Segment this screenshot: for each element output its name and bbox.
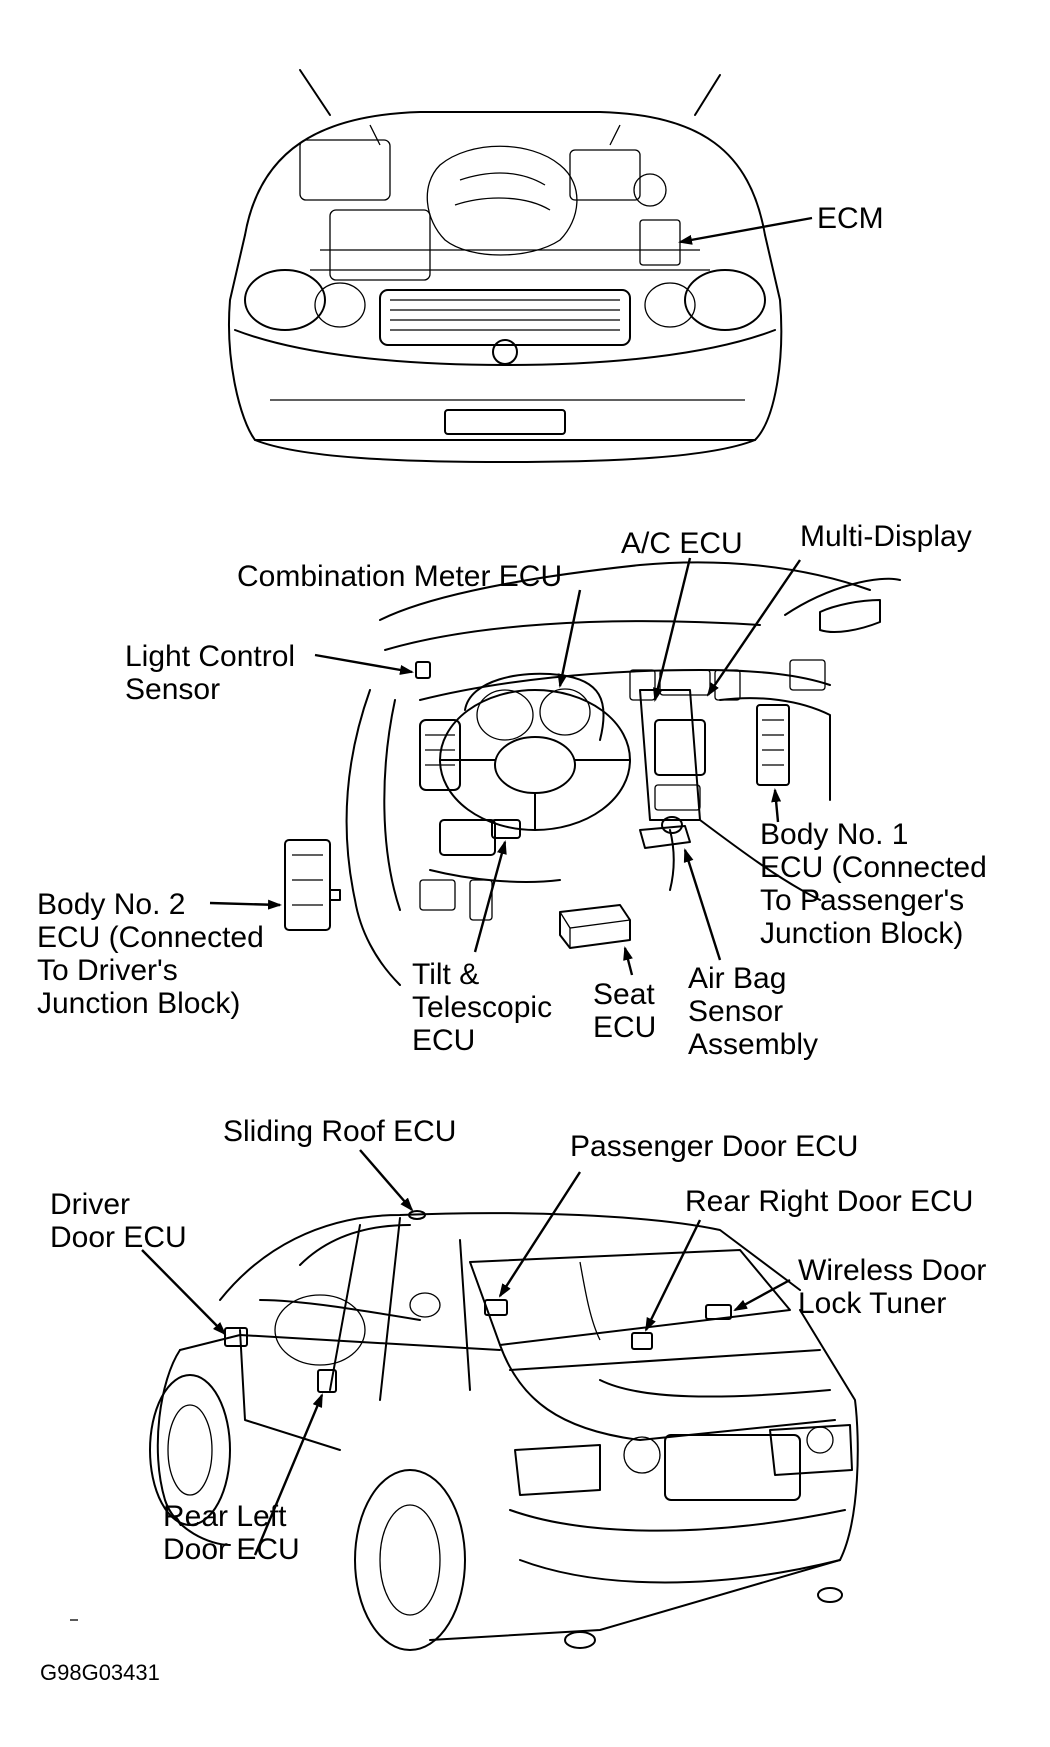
seat-ecu-label: Seat ECU	[593, 978, 657, 1044]
component-shapes-middle	[284, 661, 790, 949]
multi-display-label: Multi-Display	[800, 520, 972, 553]
rear-left-door-ecu-label: Rear Left Door ECU	[163, 1500, 300, 1566]
combination-meter-ecu-label: Combination Meter ECU	[237, 560, 563, 593]
figure-code: G98G03431	[40, 1660, 160, 1685]
seat-ecu-arrow	[623, 946, 634, 976]
rear-right-door-arrow	[644, 1219, 702, 1332]
dashboard-illustration	[345, 561, 901, 986]
body-no1-arrow	[771, 788, 782, 823]
rear-left-door-arrow	[253, 1393, 324, 1556]
tilt-telescopic-arrow	[473, 840, 507, 953]
ac-ecu-arrow	[653, 557, 692, 702]
car-rear-illustration	[149, 1212, 859, 1651]
air-bag-sensor-label: Air Bag Sensor Assembly	[688, 962, 819, 1061]
component-shapes-bottom	[224, 1210, 732, 1393]
passenger-door-ecu-label: Passenger Door ECU	[570, 1130, 859, 1163]
ac-ecu-label: A/C ECU	[621, 527, 743, 560]
light-control-sensor-label: Light Control Sensor	[125, 640, 296, 706]
rear-right-door-ecu-label: Rear Right Door ECU	[685, 1185, 974, 1218]
engine-bay-illustration	[228, 69, 783, 463]
tilt-telescopic-ecu-label: Tilt & Telescopic ECU	[412, 958, 553, 1057]
driver-door-ecu-label: Driver Door ECU	[50, 1188, 187, 1254]
ecm-arrow	[678, 216, 813, 245]
sliding-roof-arrow	[359, 1149, 414, 1212]
body-no2-arrow	[209, 899, 282, 910]
multi-display-arrow	[706, 559, 801, 697]
air-bag-arrow	[683, 848, 722, 961]
wireless-door-lock-tuner-label: Wireless Door Lock Tuner	[798, 1254, 987, 1320]
ecm-label: ECM	[817, 202, 884, 235]
body-no1-ecu-label: Body No. 1 ECU (Connected To Passenger's…	[760, 818, 987, 950]
combination-meter-arrow	[557, 589, 582, 688]
body-no2-ecu-label: Body No. 2 ECU (Connected To Driver's Ju…	[37, 888, 264, 1020]
sliding-roof-ecu-label: Sliding Roof ECU	[223, 1115, 457, 1148]
passenger-door-arrow	[498, 1171, 582, 1298]
light-control-arrow	[314, 653, 414, 675]
driver-door-arrow	[141, 1249, 227, 1336]
wireless-lock-arrow	[733, 1278, 791, 1312]
